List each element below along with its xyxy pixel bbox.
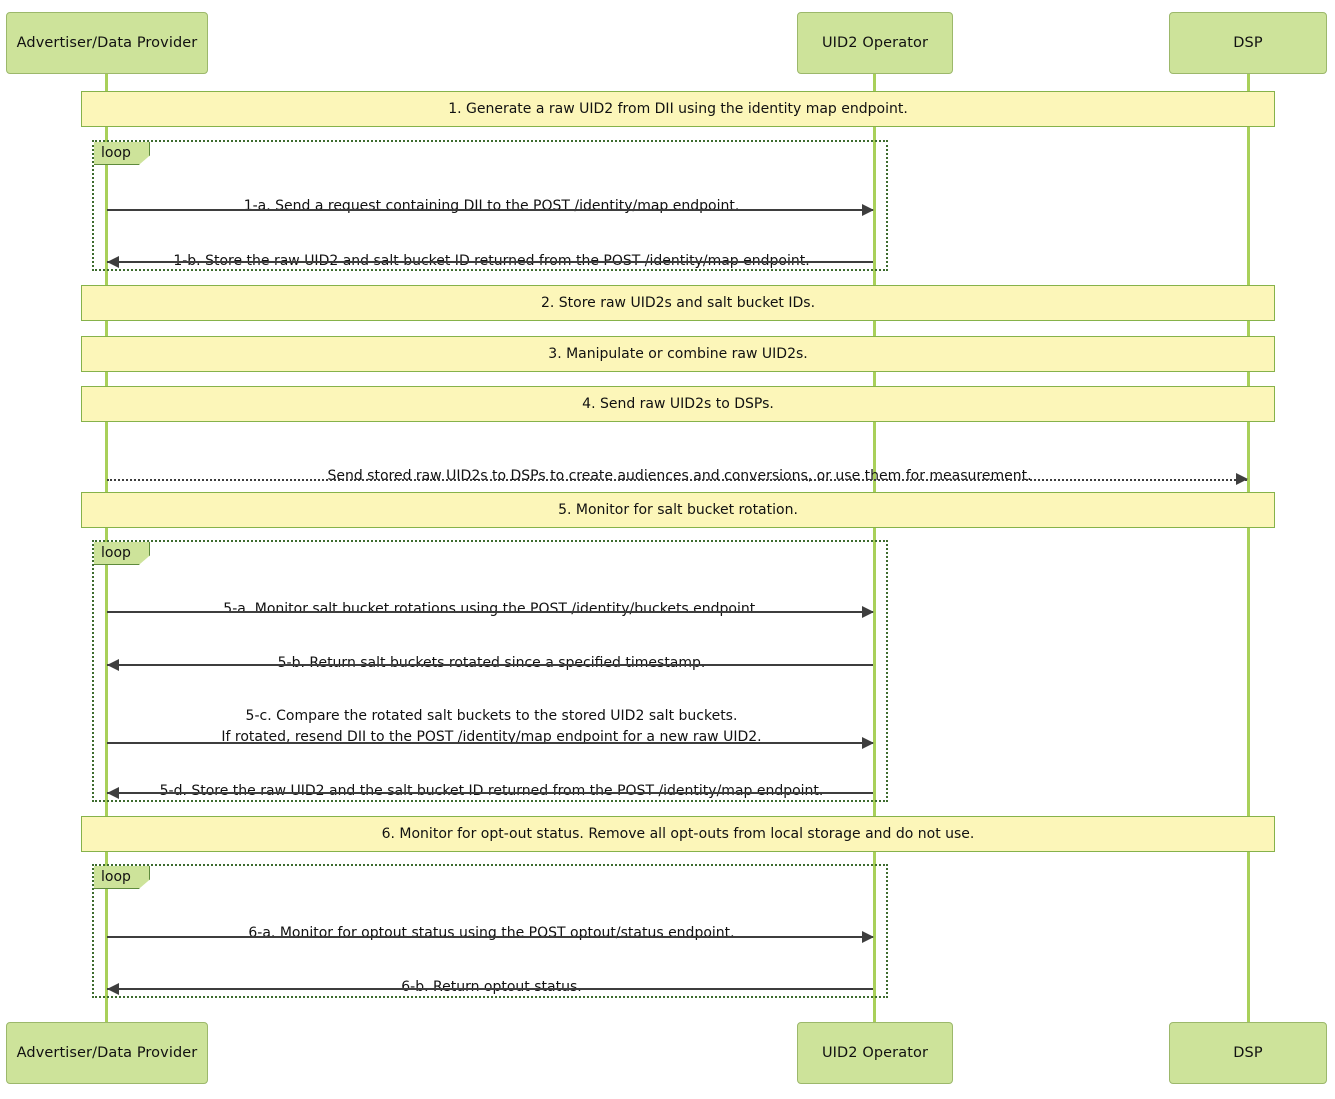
participant-label: DSP — [1233, 35, 1263, 51]
participant-operator-top[interactable]: UID2 Operator — [797, 12, 953, 74]
participant-label: Advertiser/Data Provider — [16, 35, 198, 51]
loop-3-frame — [92, 864, 888, 998]
msg-5a-label: 5-a. Monitor salt bucket rotations using… — [110, 578, 873, 620]
loop-1-frame — [92, 140, 888, 271]
note-1: 1. Generate a raw UID2 from DII using th… — [81, 91, 1275, 127]
msg-5d-label: 5-d. Store the raw UID2 and the salt buc… — [110, 760, 873, 802]
msg-5c-line — [107, 742, 873, 744]
lifeline-dsp — [1247, 74, 1250, 1022]
note-text: 5. Monitor for salt bucket rotation. — [558, 502, 798, 518]
msg-6a-arrowhead — [862, 931, 874, 943]
loop-3-tag: loop — [94, 866, 150, 889]
msg-6a-line — [107, 936, 873, 938]
msg-text: 5-d. Store the raw UID2 and the salt buc… — [159, 783, 824, 799]
msg-send-dsp-arrowhead — [1236, 473, 1248, 485]
loop-label: loop — [101, 545, 131, 561]
participant-dsp-bottom[interactable]: DSP — [1169, 1022, 1327, 1084]
msg-5d-arrowhead — [107, 787, 119, 799]
loop-label: loop — [101, 145, 131, 161]
note-text: 4. Send raw UID2s to DSPs. — [582, 396, 774, 412]
note-text: 2. Store raw UID2s and salt bucket IDs. — [540, 295, 816, 311]
note-text: 3. Manipulate or combine raw UID2s. — [548, 346, 808, 362]
msg-send-dsp-line — [107, 479, 1247, 481]
msg-5d-line — [107, 792, 873, 794]
participant-label: UID2 Operator — [821, 35, 929, 51]
note-3: 3. Manipulate or combine raw UID2s. — [81, 336, 1275, 372]
msg-5b-line — [107, 664, 873, 666]
msg-5a-arrowhead — [862, 606, 874, 618]
msg-text: 5-b. Return salt buckets rotated since a… — [277, 655, 706, 671]
loop-1-tag: loop — [94, 142, 150, 165]
msg-5c-label: 5-c. Compare the rotated salt buckets to… — [110, 685, 873, 748]
msg-5b-label: 5-b. Return salt buckets rotated since a… — [110, 632, 873, 674]
msg-text: 5-c. Compare the rotated salt buckets to… — [221, 708, 762, 745]
msg-5b-arrowhead — [107, 659, 119, 671]
participant-dsp-top[interactable]: DSP — [1169, 12, 1327, 74]
loop-2-tag: loop — [94, 542, 150, 565]
participant-operator-bottom[interactable]: UID2 Operator — [797, 1022, 953, 1084]
note-4: 4. Send raw UID2s to DSPs. — [81, 386, 1275, 422]
lifeline-operator — [873, 74, 876, 1022]
msg-text: 6-a. Monitor for optout status using the… — [248, 925, 735, 941]
note-text: 6. Monitor for opt-out status. Remove al… — [381, 826, 975, 842]
msg-1a-line — [107, 209, 873, 211]
msg-text: 5-a. Monitor salt bucket rotations using… — [223, 601, 760, 617]
loop-label: loop — [101, 869, 131, 885]
note-5: 5. Monitor for salt bucket rotation. — [81, 492, 1275, 528]
msg-text: 6-b. Return optout status. — [401, 979, 582, 995]
msg-text: 1-a. Send a request containing DII to th… — [243, 198, 740, 214]
participant-advertiser-top[interactable]: Advertiser/Data Provider — [6, 12, 208, 74]
msg-text: Send stored raw UID2s to DSPs to create … — [327, 468, 1032, 484]
participant-advertiser-bottom[interactable]: Advertiser/Data Provider — [6, 1022, 208, 1084]
msg-1b-line — [107, 261, 873, 263]
msg-1b-arrowhead — [107, 256, 119, 268]
participant-label: Advertiser/Data Provider — [16, 1045, 198, 1061]
msg-6b-arrowhead — [107, 983, 119, 995]
note-6: 6. Monitor for opt-out status. Remove al… — [81, 816, 1275, 852]
msg-5c-arrowhead — [862, 737, 874, 749]
loop-2-frame — [92, 540, 888, 802]
msg-5a-line — [107, 611, 873, 613]
msg-1a-arrowhead — [862, 204, 874, 216]
participant-label: DSP — [1233, 1045, 1263, 1061]
note-2: 2. Store raw UID2s and salt bucket IDs. — [81, 285, 1275, 321]
participant-label: UID2 Operator — [821, 1045, 929, 1061]
note-text: 1. Generate a raw UID2 from DII using th… — [448, 101, 908, 117]
msg-1b-label: 1-b. Store the raw UID2 and salt bucket … — [110, 230, 873, 272]
msg-6b-line — [107, 988, 873, 990]
msg-6b-label: 6-b. Return optout status. — [110, 956, 873, 998]
